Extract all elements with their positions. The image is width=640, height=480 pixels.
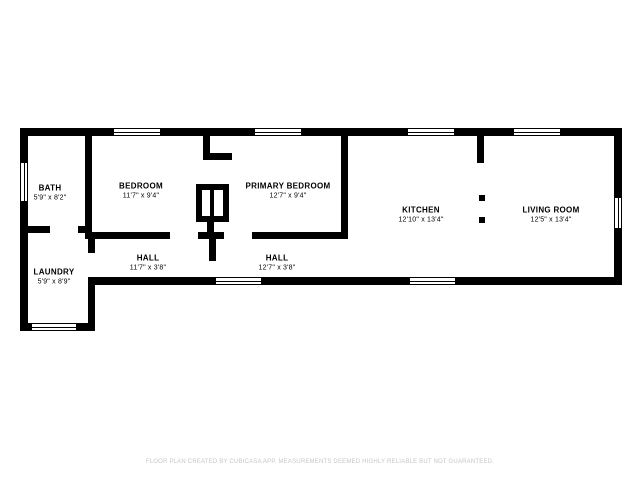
room-dims: 12'7" x 9'4" xyxy=(269,192,307,200)
window-icon xyxy=(215,277,262,285)
wall-bath-laundry-left xyxy=(20,226,50,233)
wall-bedroom-divider-top xyxy=(203,128,210,160)
room-name: PRIMARY BEDROOM xyxy=(245,181,331,191)
wall-laundry-right-lower xyxy=(88,285,95,323)
room-dims: 12'7" x 3'8" xyxy=(258,264,296,272)
room-label-hall-2: HALL 12'7" x 3'8" xyxy=(259,253,296,272)
window-icon xyxy=(20,162,28,202)
wall-bath-laundry-right xyxy=(78,226,92,233)
room-dims: 11'7" x 9'4" xyxy=(122,192,160,200)
room-dims: 12'10" x 13'4" xyxy=(398,216,444,224)
wall-bedroom-kitchen xyxy=(341,128,348,239)
wall-hall-top-c xyxy=(252,232,348,239)
wall-hall-top-a xyxy=(85,232,170,239)
window-icon xyxy=(113,128,161,136)
wall-hall-divider-stub xyxy=(209,239,216,261)
window-icon xyxy=(254,128,302,136)
room-label-bedroom: BEDROOM 11'7" x 9'4" xyxy=(119,181,163,200)
room-label-bath: BATH 5'9" x 8'2" xyxy=(34,183,67,202)
room-label-hall-1: HALL 11'7" x 3'8" xyxy=(130,253,166,272)
room-name: BATH xyxy=(38,183,62,193)
wall-stub-a xyxy=(479,195,485,201)
window-icon xyxy=(614,197,622,229)
wall-stub-b xyxy=(479,217,485,223)
window-icon xyxy=(31,323,77,331)
wall-bottom-exterior xyxy=(88,277,622,285)
room-label-living-room: LIVING ROOM 12'5" x 13'4" xyxy=(522,205,579,224)
wall-closet-to-hall-stub xyxy=(207,222,214,239)
disclaimer-text: FLOOR PLAN CREATED BY CUBICASA APP. MEAS… xyxy=(145,459,495,465)
room-name: BEDROOM xyxy=(119,181,163,191)
closet-divider xyxy=(210,188,214,218)
room-label-primary-bedroom: PRIMARY BEDROOM 12'7" x 9'4" xyxy=(246,181,331,200)
room-name: HALL xyxy=(136,253,160,263)
wall-kitchen-living xyxy=(477,128,484,163)
room-name: LAUNDRY xyxy=(33,267,75,277)
window-icon xyxy=(407,128,455,136)
room-label-kitchen: KITCHEN 12'10" x 13'4" xyxy=(398,205,443,224)
wall-bath-bedroom xyxy=(85,128,92,233)
room-dims: 11'7" x 3'8" xyxy=(129,264,167,272)
wall-top-exterior xyxy=(20,128,622,136)
window-icon xyxy=(409,277,456,285)
room-dims: 5'9" x 8'2" xyxy=(33,194,67,202)
window-icon xyxy=(513,128,561,136)
room-dims: 12'5" x 13'4" xyxy=(530,216,572,224)
room-name: HALL xyxy=(265,253,289,263)
room-name: KITCHEN xyxy=(402,205,440,215)
room-label-laundry: LAUNDRY 5'9" x 8'9" xyxy=(34,267,75,286)
wall-bedroom-divider-jog xyxy=(203,153,232,160)
room-dims: 5'9" x 8'9" xyxy=(37,278,71,286)
wall-laundry-right-upper xyxy=(88,233,95,253)
room-name: LIVING ROOM xyxy=(522,205,580,215)
